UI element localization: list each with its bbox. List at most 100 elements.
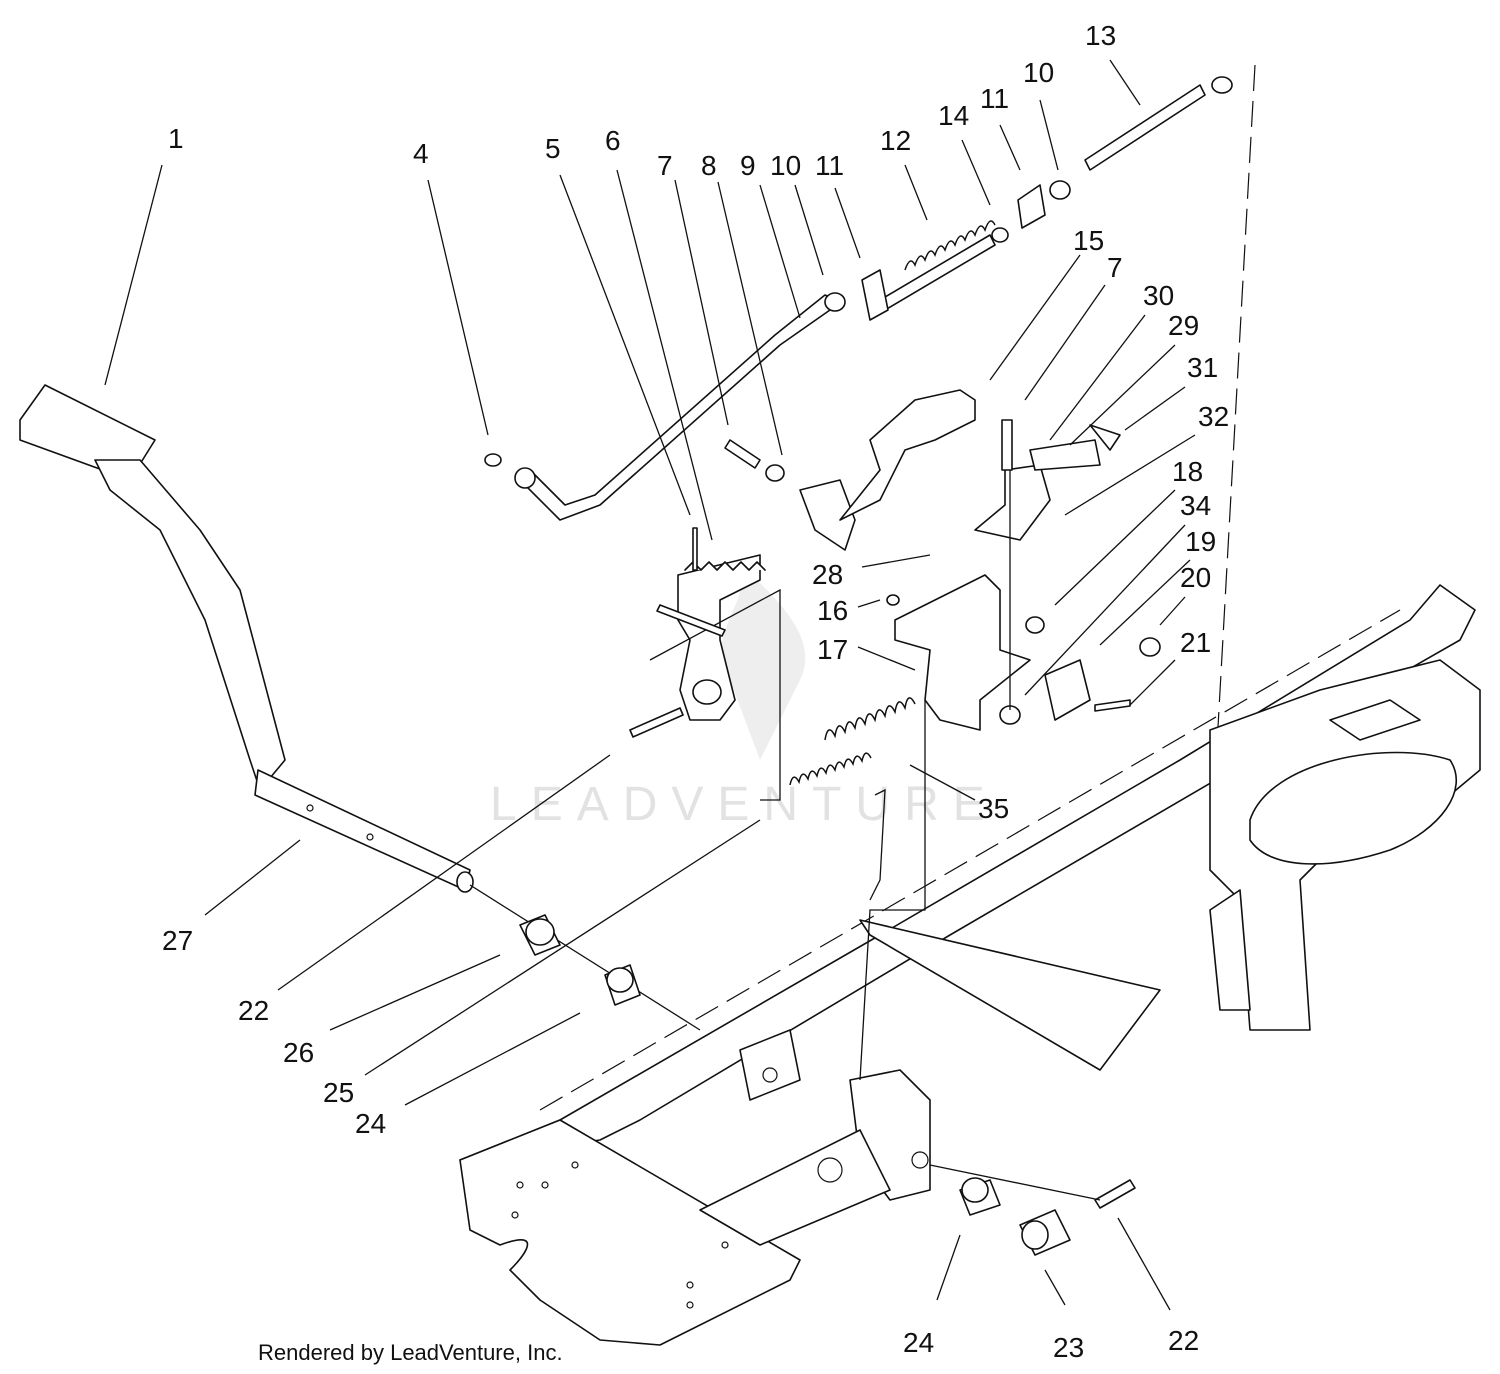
frame-hole-f [541,1181,549,1189]
callout-15: 15 [1073,225,1104,256]
leader-22a [277,754,611,991]
bracket-11a [861,269,889,321]
frame-hole-i [686,1301,694,1309]
callout-11a: 11 [815,150,844,181]
watermark-text: LEADVENTURE [490,778,999,831]
leader-11a [834,187,861,259]
leader-18 [1054,489,1176,606]
spring-coil-25 [789,752,872,786]
leader-24a [404,1012,581,1106]
callout-24a: 24 [355,1108,386,1139]
nut-8 [765,464,785,482]
control-cable [991,76,1233,243]
leader-11b [999,124,1021,171]
housing-leg [1209,889,1251,1011]
switch-30 [1029,439,1101,471]
bushings [519,914,1136,1256]
leader-29 [1069,344,1176,446]
leader-32 [1064,434,1196,516]
spring-rod [879,234,996,311]
callout-34: 34 [1180,490,1211,521]
leader-10a [794,184,824,276]
frame-hole-h [686,1281,694,1289]
leader-12 [904,164,928,221]
callout-23: 23 [1053,1332,1084,1363]
callout-22a: 22 [238,995,269,1026]
watermark: LEADVENTURE [490,560,999,831]
callout-7a: 7 [657,150,673,181]
frame-hole-b [762,1067,778,1083]
cable-13 [1084,84,1206,171]
bolt-7a [724,439,761,469]
leader-26 [329,954,501,1031]
bracket-28 [799,479,856,551]
shaft-hole-a [306,804,314,812]
leader-16 [857,599,881,608]
pedal-arm-1 [94,459,286,791]
washer-4 [484,453,502,467]
bracket-14 [1017,184,1046,229]
leader-34 [1024,524,1186,696]
leader-9 [759,184,801,319]
bracket-17 [894,574,1031,731]
callout-30: 30 [1143,280,1174,311]
frame-bracket-center [739,1029,801,1101]
frame-hole-j [721,1241,729,1249]
frame-hole-d [571,1161,579,1169]
bushing-24b-face [961,1177,989,1203]
leader-35 [909,764,976,801]
spring-12 [824,220,996,321]
bracket-32 [974,464,1051,541]
leader-17 [857,646,916,671]
nut-18 [1025,616,1045,634]
callout-6: 6 [605,125,621,156]
leader-14 [961,139,991,206]
shaft-27 [254,769,471,891]
leader-27 [204,839,301,916]
frame-hole-c [911,1151,929,1169]
callout-10b: 10 [1023,57,1054,88]
pin-22 [1094,1179,1136,1209]
leader-21 [1129,659,1176,706]
callout-28: 28 [812,559,843,590]
callout-7b: 7 [1107,252,1123,283]
spring-hook [869,788,886,901]
leader-23 [1044,1269,1066,1306]
nut-16 [886,594,900,606]
callout-27: 27 [162,925,193,956]
callout-26: 26 [283,1037,314,1068]
leader-30 [1049,314,1146,441]
leader-lines [104,59,1196,1311]
housing-bracket [1329,699,1421,741]
callout-35: 35 [978,793,1009,824]
callouts: 1 4 5 6 7 8 9 10 11 12 14 11 10 13 15 7 … [162,20,1229,1363]
callout-4: 4 [413,138,429,169]
leader-24b [936,1234,961,1301]
leader-1 [104,164,163,386]
callout-19: 19 [1185,526,1216,557]
plate-35-outline [859,700,926,1081]
callout-25: 25 [323,1077,354,1108]
pin-axis [929,1164,1101,1201]
leader-31 [1124,386,1186,431]
callout-1: 1 [168,123,184,154]
callout-14: 14 [938,100,969,131]
callout-12: 12 [880,125,911,156]
shaft-axis [469,884,701,1031]
collar-23-face [1021,1220,1049,1250]
frame-hole-e [516,1181,524,1189]
leader-4 [427,179,489,436]
callout-21: 21 [1180,627,1211,658]
leader-15 [989,254,1081,381]
springs-lower [789,697,916,901]
lever-pin [656,604,726,637]
callout-13: 13 [1085,20,1116,51]
frame-crossmember [859,919,1161,1071]
leader-6 [616,169,713,541]
pedal-pad [19,384,156,481]
frame-plate-left [459,1119,801,1346]
frame-hole-a [817,1157,843,1183]
callout-32: 32 [1198,401,1229,432]
chassis-frame [459,584,1476,1346]
nut-10b [1049,180,1071,200]
